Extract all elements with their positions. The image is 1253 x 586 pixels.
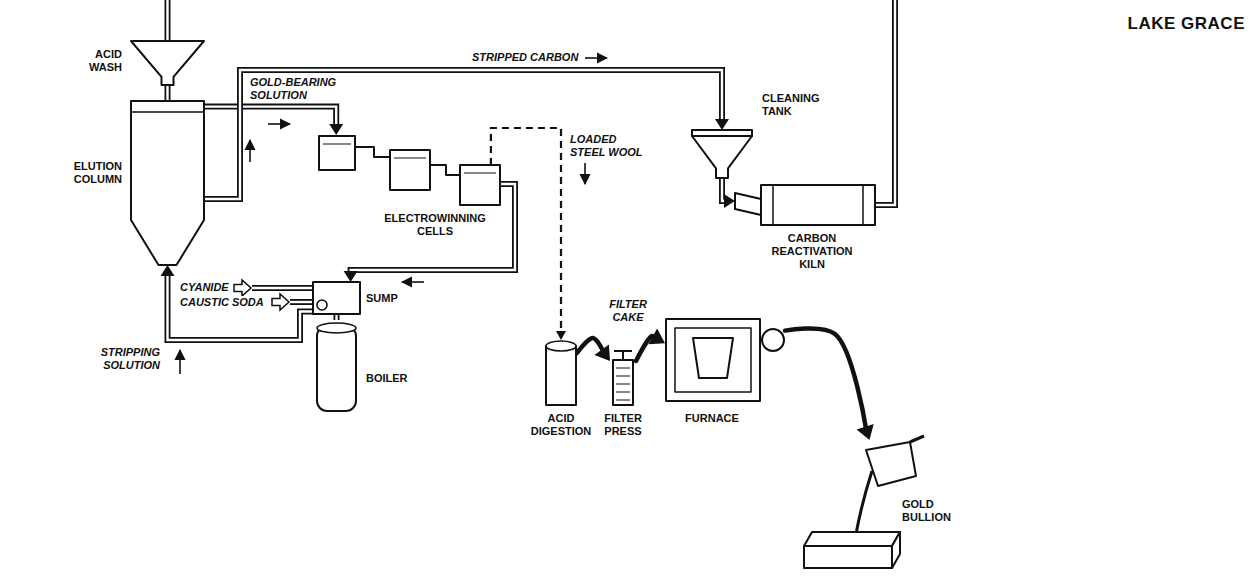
flow-label: STRIPPED CARBON [470,51,580,64]
arrowhead [715,119,729,130]
gold-bullion: GOLD BULLION [798,440,951,572]
component-label: ACID DIGESTION [531,412,592,438]
pipe-connector [205,107,343,135]
pipe-connector [161,265,314,340]
flow-label: GOLD-BEARING SOLUTION [248,76,352,102]
furnace-outline [665,318,785,402]
arrowhead [329,124,343,135]
boiler-outline [316,320,357,412]
component-label: ACID WASH [89,48,122,74]
pipe-connector [722,178,735,208]
component-label: GOLD BULLION [902,498,951,524]
arrowhead [857,424,874,440]
filter-press: FILTER PRESS [604,350,642,438]
carbon-reactivation-kiln-outline [735,185,875,225]
component-label: CARBON REACTIVATION KILN [772,232,853,271]
component-label: SUMP [366,292,398,305]
flow-label: LOADED STEEL WOOL [568,133,652,159]
flow-label: STRIPPING SOLUTION [99,346,162,372]
boiler: BOILER [316,320,408,412]
process-arrow [785,328,874,440]
reagent-arrow-symbol [272,294,289,310]
sump: SUMP [313,282,398,314]
furnace: FURNACE [665,318,785,425]
acid-digestion-vessel: ACID DIGESTION [531,340,592,438]
component-label: BOILER [366,372,408,385]
dashed-connector [491,128,566,340]
component-label: FURNACE [685,412,739,425]
component-label: FILTER PRESS [604,412,642,438]
component-label: CLEANING TANK [762,92,819,118]
reagent-label: CAUSTIC SODA [178,296,266,309]
reagent-arrow-symbol [234,280,251,296]
elution-column: ELUTION COLUMN [74,100,205,265]
electrowinning-cells-outline [318,135,500,205]
flow-label: FILTER CAKE [607,298,649,324]
acid-wash-feed-pipe [167,0,168,41]
pipe-connector [167,85,168,100]
sump-outline [313,282,360,314]
flow-direction-arrow [180,58,607,374]
arrowhead [161,265,175,276]
carbon-reactivation-kiln: CARBON REACTIVATION KILN [735,185,875,271]
reagent-label: CYANIDE [178,281,231,294]
acid-digestion-vessel-outline [545,340,577,405]
process-arrow [577,338,610,361]
process-arrow [636,329,665,361]
filter-press-outline [610,350,636,405]
acid-wash-hopper-outline [130,40,205,85]
kiln-outlet-pipe [874,0,895,205]
elution-column-outline [130,100,205,265]
arrowhead [556,331,566,340]
arrowhead [344,271,358,282]
component-label: ELECTROWINNING CELLS [384,212,485,238]
arrowhead [648,329,665,345]
cleaning-tank-outline [692,130,752,178]
arrowhead [724,194,735,208]
plant-title: LAKE GRACE [1128,14,1245,34]
acid-wash-hopper: ACID WASH [89,40,205,85]
arrowhead [594,344,610,361]
component-label: ELUTION COLUMN [74,160,122,186]
electrowinning-cells: ELECTROWINNING CELLS [318,135,500,238]
cleaning-tank: CLEANING TANK [692,92,819,178]
